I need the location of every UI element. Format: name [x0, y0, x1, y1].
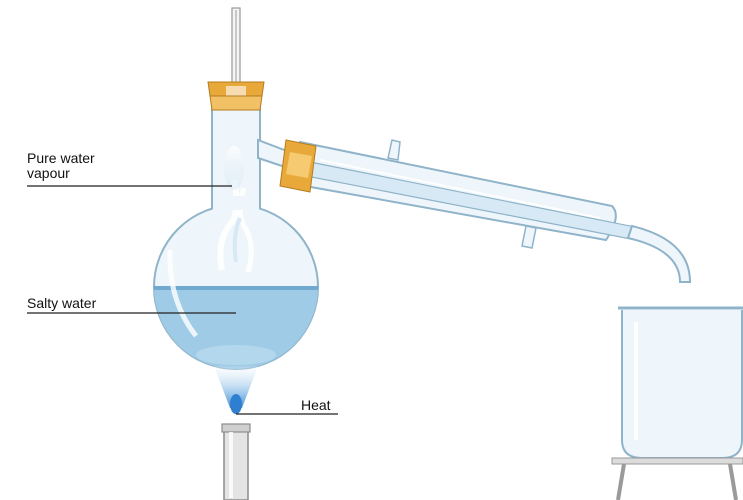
- flame-core: [230, 394, 242, 414]
- label-pure-water-vapour-line2: vapour: [27, 166, 95, 181]
- label-salty-water: Salty water: [27, 296, 96, 311]
- distillation-flask: [150, 88, 330, 378]
- receiving-beaker: [612, 308, 743, 500]
- liebig-condenser: [280, 140, 690, 282]
- label-heat: Heat: [301, 398, 331, 413]
- flask-stopper: [208, 82, 264, 110]
- condenser-water-inlet: [522, 226, 536, 248]
- bunsen-burner: [214, 366, 258, 500]
- delivery-tube: [628, 226, 690, 282]
- beaker-stand: [612, 458, 743, 464]
- condenser-water-outlet: [388, 140, 400, 160]
- label-pure-water-vapour-line1: Pure water: [27, 151, 95, 166]
- label-pure-water-vapour: Pure water vapour: [27, 151, 95, 181]
